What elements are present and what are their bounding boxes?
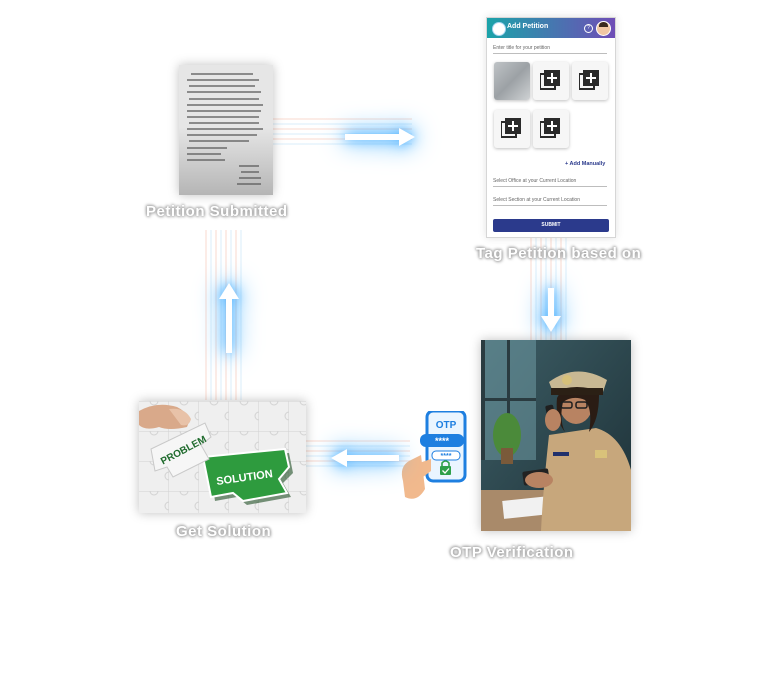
problem-solution-puzzle-image: SOLUTION PROBLEM <box>139 401 306 513</box>
police-officer-photo <box>481 340 631 531</box>
section-select[interactable]: Select Section at your Current Location <box>493 197 607 206</box>
add-image-button[interactable] <box>494 110 530 148</box>
petition-document-image <box>179 65 273 195</box>
title-input[interactable]: Enter title for your petition <box>493 45 607 54</box>
submit-button[interactable]: SUBMIT <box>493 219 609 232</box>
plus-icon: + <box>565 161 569 167</box>
caption-tag-petition: Tag Petition based on <box>476 245 642 262</box>
avatar[interactable] <box>596 21 611 36</box>
add-manually-link[interactable]: + Add Manually <box>565 161 605 167</box>
app-logo-icon <box>492 22 506 36</box>
arrow-right-icon <box>345 128 415 146</box>
arrow-down-icon <box>541 288 561 332</box>
add-image-icon <box>540 70 560 90</box>
office-select[interactable]: Select Office at your Current Location <box>493 178 607 187</box>
app-header: Add Petition ? <box>487 18 615 38</box>
add-manually-label: Add Manually <box>569 161 606 167</box>
otp-label: OTP <box>436 420 457 431</box>
add-image-button[interactable] <box>533 110 569 148</box>
caption-otp-verification: OTP Verification <box>450 544 574 561</box>
add-image-icon <box>540 118 560 138</box>
add-image-icon <box>501 118 521 138</box>
app-title: Add Petition <box>507 23 549 30</box>
add-image-icon <box>579 70 599 90</box>
attached-document-thumbnail[interactable] <box>494 62 530 100</box>
otp-phone-icon: OTP **** **** <box>399 409 467 503</box>
caption-get-solution: Get Solution <box>176 523 272 540</box>
caption-petition-submitted: Petition Submitted <box>146 203 288 220</box>
add-image-button[interactable] <box>533 62 569 100</box>
otp-code-primary: **** <box>435 436 450 446</box>
arrow-up-icon <box>219 283 239 353</box>
help-icon[interactable]: ? <box>584 24 593 33</box>
arrow-left-icon <box>331 449 399 467</box>
add-image-button[interactable] <box>572 62 608 100</box>
otp-code-secondary: **** <box>441 453 452 460</box>
add-petition-app-screen: Add Petition ? Enter title for your peti… <box>486 17 616 238</box>
